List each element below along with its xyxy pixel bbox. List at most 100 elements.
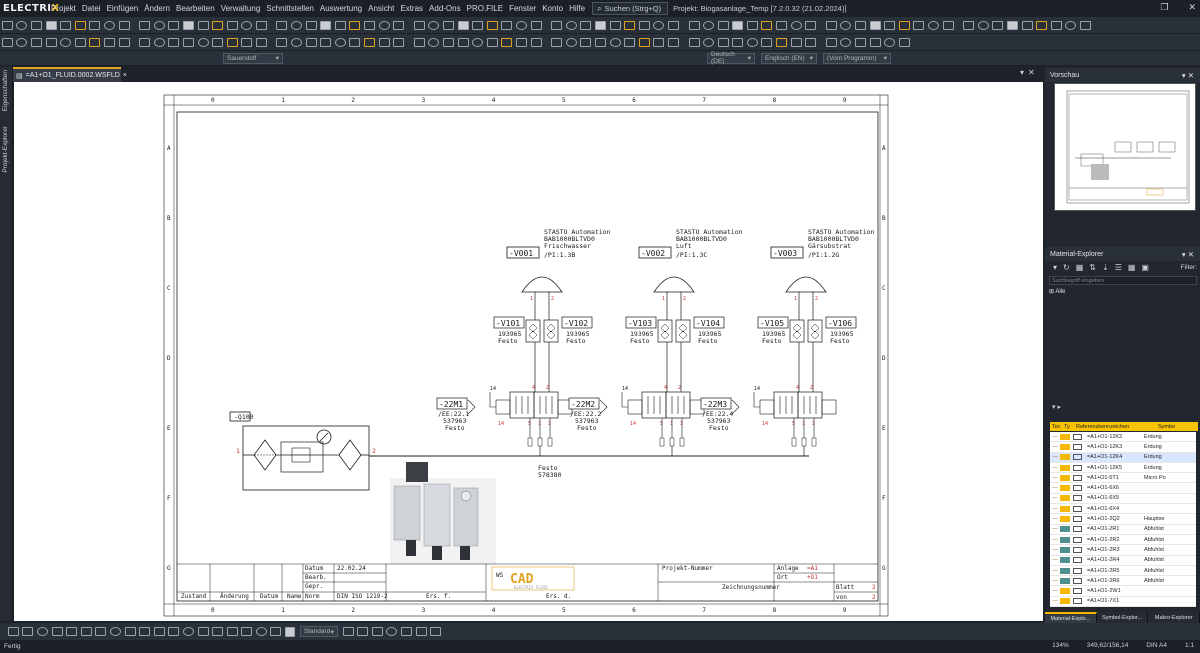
tool-icon[interactable] xyxy=(776,37,788,47)
line-style-combo[interactable]: Standard▾ xyxy=(299,626,338,637)
tool-icon[interactable] xyxy=(276,20,288,30)
tool-icon[interactable] xyxy=(342,627,354,636)
tool-icon[interactable] xyxy=(182,627,194,636)
tool-icon[interactable] xyxy=(139,20,151,30)
chevron-down-icon[interactable]: ▾ xyxy=(1020,68,1029,77)
bottom-panel-tab[interactable]: Material-Explo... xyxy=(1045,612,1097,623)
tool-icon[interactable] xyxy=(624,37,636,47)
document-tab[interactable]: ▤ =A1+O1_FLUID.0002.WSFLD × xyxy=(13,67,127,82)
tool-icon[interactable] xyxy=(992,20,1004,30)
tool-icon[interactable] xyxy=(594,20,606,30)
tool-icon[interactable] xyxy=(457,37,469,47)
tool-icon[interactable] xyxy=(942,20,954,30)
tool-icon[interactable] xyxy=(898,37,910,47)
tool-icon[interactable] xyxy=(703,37,715,47)
tool-icon[interactable] xyxy=(364,37,376,47)
table-row[interactable]: —=A1+O1-6X5 xyxy=(1050,493,1196,505)
tool-icon[interactable] xyxy=(197,37,209,47)
tool-icon[interactable] xyxy=(653,20,665,30)
tool-icon[interactable] xyxy=(118,37,130,47)
menu-item-9[interactable]: Extras xyxy=(400,4,424,13)
tool-icon[interactable] xyxy=(241,37,253,47)
tool-icon[interactable] xyxy=(443,20,455,30)
tab-properties[interactable]: Eigenschaften xyxy=(2,70,9,112)
menu-item-13[interactable]: Konto xyxy=(542,4,564,13)
tool-icon[interactable] xyxy=(1,37,13,47)
tool-icon[interactable] xyxy=(428,20,440,30)
restore-icon[interactable]: ❐ xyxy=(1160,2,1169,12)
tool-icon[interactable] xyxy=(776,20,788,30)
menu-item-12[interactable]: Fenster xyxy=(509,4,537,13)
tab-project-explorer[interactable]: Projekt-Explorer xyxy=(2,126,9,173)
tool-icon[interactable] xyxy=(241,627,253,636)
tool-icon[interactable] xyxy=(415,627,427,636)
tool-icon[interactable] xyxy=(732,20,744,30)
refresh-icon[interactable]: ↻ xyxy=(1063,263,1070,272)
table-row[interactable]: —=A1+O1-2W1 xyxy=(1050,586,1196,597)
tool-icon[interactable] xyxy=(1065,20,1077,30)
tool-icon[interactable] xyxy=(153,37,165,47)
close-pane-icon[interactable]: ✕ xyxy=(1028,68,1039,77)
tool-icon[interactable] xyxy=(168,20,180,30)
search-box[interactable]: ⌕Suchen (Strg+Q) xyxy=(592,2,669,15)
tool-icon[interactable] xyxy=(898,20,910,30)
tool-icon[interactable] xyxy=(276,37,288,47)
tool-icon[interactable] xyxy=(855,20,867,30)
menu-item-2[interactable]: Einfügen xyxy=(106,4,139,13)
tool-icon[interactable] xyxy=(291,37,303,47)
table-header-cell[interactable]: Tec xyxy=(1052,423,1061,430)
tool-icon[interactable] xyxy=(688,37,700,47)
menu-item-6[interactable]: Schnittstellen xyxy=(266,4,314,13)
tool-icon[interactable] xyxy=(790,20,802,30)
menu-item-0[interactable]: Projekt xyxy=(51,4,76,13)
tool-icon[interactable] xyxy=(334,20,346,30)
tool-icon[interactable] xyxy=(51,627,63,636)
group-icon[interactable]: ⇣ xyxy=(1101,263,1109,272)
tool-icon[interactable] xyxy=(401,627,413,636)
tool-icon[interactable] xyxy=(45,20,57,30)
tool-icon[interactable] xyxy=(320,37,332,47)
tool-icon[interactable] xyxy=(551,20,563,30)
tool-icon[interactable] xyxy=(255,20,267,30)
menu-item-3[interactable]: Ändern xyxy=(144,4,170,13)
tool-icon[interactable] xyxy=(530,20,542,30)
menu-item-7[interactable]: Auswertung xyxy=(319,4,363,13)
tool-icon[interactable] xyxy=(580,20,592,30)
tool-icon[interactable] xyxy=(413,20,425,30)
language-combo-3[interactable]: (Vom Programm)▾ xyxy=(823,52,891,64)
tool-icon[interactable] xyxy=(638,20,650,30)
material-search-input[interactable]: Suchbegriff eingeben xyxy=(1049,276,1197,285)
tool-icon[interactable] xyxy=(168,37,180,47)
tool-icon[interactable] xyxy=(428,37,440,47)
tool-icon[interactable] xyxy=(913,20,925,30)
tool-icon[interactable] xyxy=(139,37,151,47)
menu-item-10[interactable]: Add-Ons xyxy=(429,4,461,13)
menu-item-5[interactable]: Verwaltung xyxy=(220,4,261,13)
tool-icon[interactable] xyxy=(761,20,773,30)
tool-icon[interactable] xyxy=(688,20,700,30)
preview-thumbnail[interactable] xyxy=(1054,83,1196,211)
tool-icon[interactable] xyxy=(825,20,837,30)
tool-icon[interactable] xyxy=(103,37,115,47)
tool-icon[interactable] xyxy=(226,37,238,47)
tool-icon[interactable] xyxy=(255,627,267,636)
tool-icon[interactable] xyxy=(74,20,86,30)
tool-icon[interactable] xyxy=(349,20,361,30)
tool-icon[interactable] xyxy=(457,20,469,30)
tool-icon[interactable] xyxy=(30,37,42,47)
tool-icon[interactable] xyxy=(182,37,194,47)
tool-icon[interactable] xyxy=(746,20,758,30)
tool-icon[interactable] xyxy=(153,20,165,30)
table-header-cell[interactable]: Ty xyxy=(1064,423,1070,430)
tool-icon[interactable] xyxy=(805,37,817,47)
tool-icon[interactable] xyxy=(667,20,679,30)
tool-icon[interactable] xyxy=(1079,20,1091,30)
tool-icon[interactable] xyxy=(884,37,896,47)
tool-icon[interactable] xyxy=(118,20,130,30)
tool-icon[interactable] xyxy=(501,37,513,47)
tool-icon[interactable] xyxy=(357,627,369,636)
tool-icon[interactable] xyxy=(1,20,13,30)
tool-icon[interactable] xyxy=(197,20,209,30)
